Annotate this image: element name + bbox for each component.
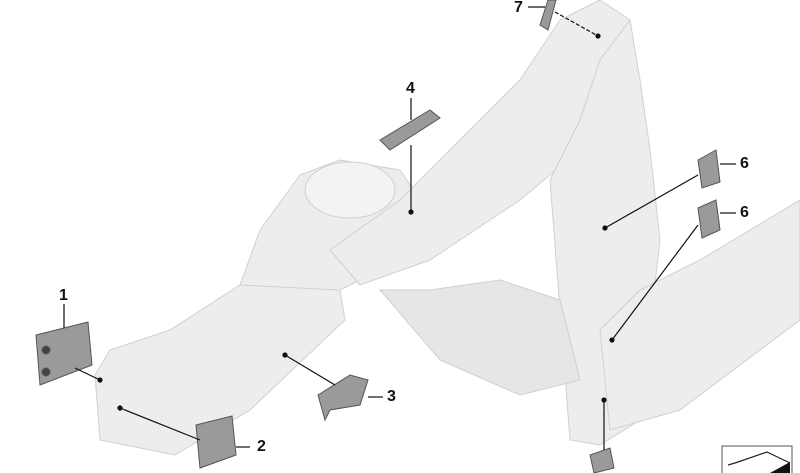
part-4 <box>379 109 441 151</box>
part-6b <box>697 199 721 239</box>
callout-7[interactable]: 7 <box>514 0 523 16</box>
lower-frame <box>378 279 581 396</box>
part-1-hole <box>41 367 51 377</box>
strut-tower <box>304 161 396 219</box>
callout-6-lower[interactable]: 6 <box>740 204 749 221</box>
part-3 <box>317 374 369 422</box>
part-bottom <box>589 447 615 473</box>
callout-1[interactable]: 1 <box>59 287 68 304</box>
part-7 <box>539 0 557 31</box>
callout-6-upper[interactable]: 6 <box>740 155 749 172</box>
callout-3[interactable]: 3 <box>387 388 396 405</box>
part-1-hole <box>41 345 51 355</box>
side-sill <box>599 199 800 431</box>
part-6a <box>697 149 721 189</box>
callout-2[interactable]: 2 <box>257 438 266 455</box>
view-arrow-icon <box>721 445 793 473</box>
part-2 <box>195 415 237 469</box>
callout-4[interactable]: 4 <box>406 80 415 97</box>
